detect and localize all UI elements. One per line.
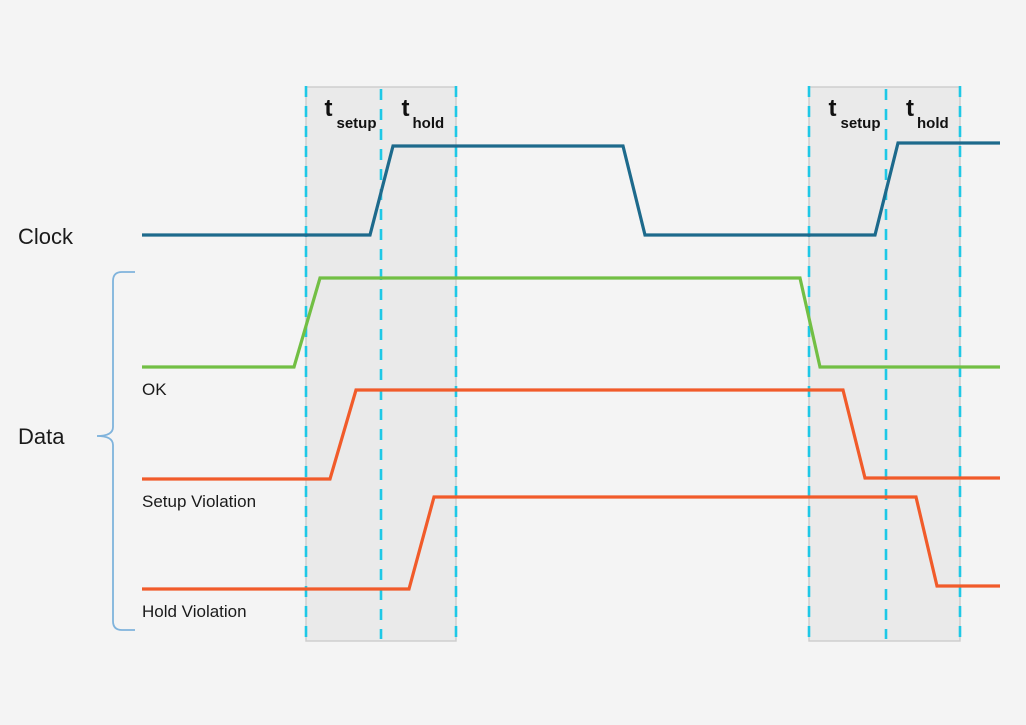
timing-window-group-1: t setup t hold bbox=[304, 86, 458, 642]
data-group-label: Data bbox=[18, 424, 65, 449]
setup-hold-window-2 bbox=[808, 86, 961, 642]
t-hold-label-2: t bbox=[906, 95, 914, 122]
hold-violation-waveform-label: Hold Violation bbox=[142, 602, 247, 621]
t-setup-label-1: t bbox=[325, 95, 333, 122]
t-hold-label-1: t bbox=[402, 95, 410, 122]
t-setup-subscript-1: setup bbox=[337, 115, 377, 132]
timing-window-group-2: t setup t hold bbox=[807, 86, 962, 642]
waveform-clock bbox=[142, 141, 1000, 237]
waveform-ok bbox=[142, 276, 1000, 369]
t-setup-label-2: t bbox=[829, 95, 837, 122]
t-setup-subscript-2: setup bbox=[841, 115, 881, 132]
waveform-hold-violation bbox=[142, 495, 1000, 591]
ok-waveform-label: OK bbox=[142, 380, 167, 399]
clock-row-label: Clock bbox=[18, 224, 74, 249]
setup-violation-waveform-label: Setup Violation bbox=[142, 492, 256, 511]
data-group-brace bbox=[96, 271, 135, 631]
t-hold-subscript-1: hold bbox=[413, 115, 445, 132]
waveform-setup-violation bbox=[142, 388, 1000, 481]
t-hold-subscript-2: hold bbox=[917, 115, 949, 132]
